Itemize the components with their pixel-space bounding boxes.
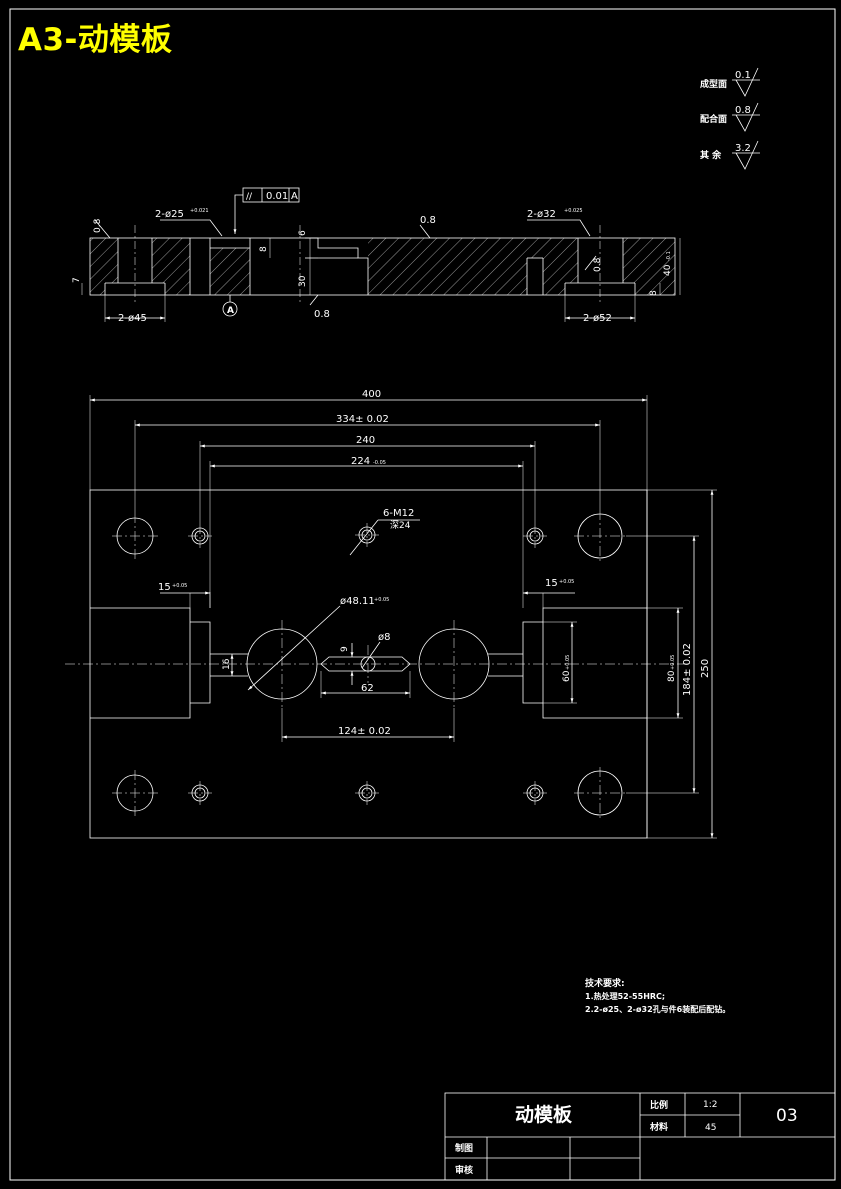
parallelism-value-visible: 0.01 [266,191,288,202]
roughness-legend: 成型面 0.1 配合面 0.8 其 余 3.2 [700,67,760,170]
material-value: 45 [705,1123,716,1133]
roughness-bottom: 0.8 [314,309,330,320]
hole-right-top-label: 2-ø32 [527,209,556,220]
dia-48-tol: +0.05 [374,597,389,603]
dim-15-right-tol: +0.05 [559,579,574,585]
datum-label: A [291,191,298,202]
dim-80-tol: +0.05 [670,655,676,670]
dim-6: 6 [298,230,308,236]
dim-224-tol: -0.05 [373,460,386,466]
roughness-left: 0.8 [93,218,103,233]
forming-surface-value: 0.1 [735,70,751,81]
dim-15-left-tol: +0.05 [172,583,187,589]
forming-surface-label: 成型面 [700,78,727,90]
other-surface-value: 3.2 [735,143,751,154]
scale-label: 比例 [650,1099,668,1111]
scale-value: 1:2 [703,1100,717,1110]
dim-62: 62 [361,683,374,694]
roughness-symbol-icon [732,102,760,132]
dim-400: 400 [362,389,381,400]
hole-left-bottom-label: 2-ø45 [118,313,147,324]
plan-view [65,395,717,839]
dim-40: 40 [663,264,673,276]
roughness-symbol-icon [732,67,760,97]
dim-8-right: 8 [649,290,659,296]
tech-heading: 技术要求: [585,977,625,989]
sheet-border [9,8,836,1181]
dim-240: 240 [356,435,375,446]
tech-line-1: 1.热处理52-55HRC; [585,991,665,1001]
dim-15-right: 15 [545,578,558,589]
tech-line-2: 2.2-ø25、2-ø32孔与件6装配后配钻。 [585,1004,730,1014]
dim-30: 30 [298,275,308,287]
other-surface-label: 其 余 [700,149,722,161]
hole-right-top-tol: +0.025 [564,208,583,214]
dim-60: 60 [562,670,572,682]
title-block [444,1092,836,1181]
dim-16: 16 [222,658,232,670]
roughness-right: 0.8 [593,257,603,272]
mating-surface-value: 0.8 [735,105,751,116]
section-view [81,187,681,322]
material-label: 材料 [649,1121,668,1133]
thread-spec: 6-M12 [383,508,414,519]
roughness-top: 0.8 [420,215,436,226]
drawing-number: 03 [776,1106,798,1126]
dim-250: 250 [700,659,711,678]
drawing-title: A3-动模板 [18,22,173,58]
tech-requirements: 技术要求: 1.热处理52-55HRC; 2.2-ø25、2-ø32孔与件6装配… [585,977,730,1014]
mating-surface-label: 配合面 [700,113,727,125]
dim-80: 80 [667,670,677,682]
checked-label: 审核 [455,1164,473,1176]
part-name: 动模板 [515,1103,573,1126]
dim-224: 224 [351,456,370,467]
thread-depth: 深24 [390,520,411,531]
dim-334: 334± 0.02 [336,414,389,425]
hole-left-top-label: 2-ø25 [155,209,184,220]
dim-40-tol: -0.1 [666,251,672,261]
dim-60-tol: +0.05 [565,655,571,670]
hole-right-bottom-label: 2-ø52 [583,313,612,324]
dia-8: ø8 [378,632,390,643]
dim-184: 184± 0.02 [682,643,693,696]
dim-15-left: 15 [158,582,171,593]
drawn-label: 制图 [455,1142,473,1154]
hole-left-top-tol: +0.021 [190,208,209,214]
dia-48: ø48.11 [340,596,375,607]
parallelism-symbol: // [246,192,253,202]
dim-9: 9 [340,646,350,652]
dim-8-upper: 8 [259,246,269,252]
dim-7: 7 [72,277,82,283]
datum-marker-label: A [227,306,234,316]
dim-124: 124± 0.02 [338,726,391,737]
roughness-symbol-icon [732,140,760,170]
